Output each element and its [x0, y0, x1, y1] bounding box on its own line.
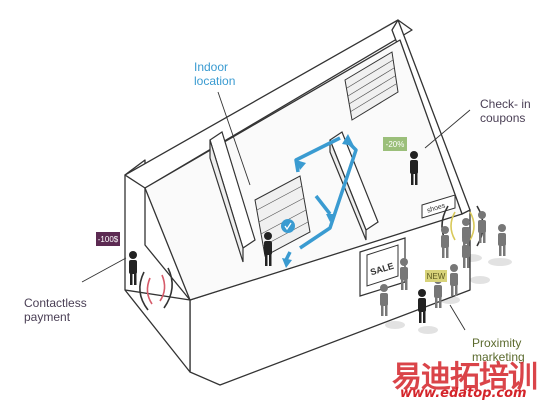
edge	[124, 289, 191, 301]
back-wall-rim	[124, 19, 413, 189]
callout-lines	[81, 91, 471, 331]
partition-right-face	[329, 139, 367, 241]
shoppers	[129, 151, 426, 323]
crowd	[380, 211, 506, 316]
indoor-location-label: Indoor location	[194, 60, 236, 88]
sale-sign	[359, 237, 406, 297]
person-icon	[418, 289, 426, 323]
interior-partitions	[209, 131, 379, 263]
payment-signal-icon	[139, 267, 173, 311]
back-shelf	[344, 51, 399, 121]
check-in-coupons-label: Check- in coupons	[480, 97, 531, 125]
discount-tag-label: -20%	[385, 140, 405, 149]
person-icon	[129, 251, 137, 285]
contactless-payment-label: Contactless payment	[24, 296, 87, 324]
new-tag-label: NEW	[426, 272, 446, 281]
watermark-logo: 易迪拓培训	[392, 360, 538, 395]
watermark-url: www.edatop.com	[400, 386, 527, 401]
person-icon	[264, 232, 272, 266]
person-icon	[410, 151, 418, 185]
proximity-marketing-label: Proximity marketing	[472, 336, 525, 364]
new-tag	[425, 270, 447, 282]
discount-tag	[383, 137, 407, 151]
price-tag	[96, 232, 120, 246]
shoes-sign	[421, 194, 456, 219]
store-floor	[144, 39, 463, 301]
route-arrowheads	[282, 134, 354, 268]
partition-left-face	[209, 139, 244, 263]
price-tag-label: -100$	[97, 235, 119, 244]
building-walls	[124, 19, 471, 386]
location-pin-icon	[281, 219, 295, 233]
